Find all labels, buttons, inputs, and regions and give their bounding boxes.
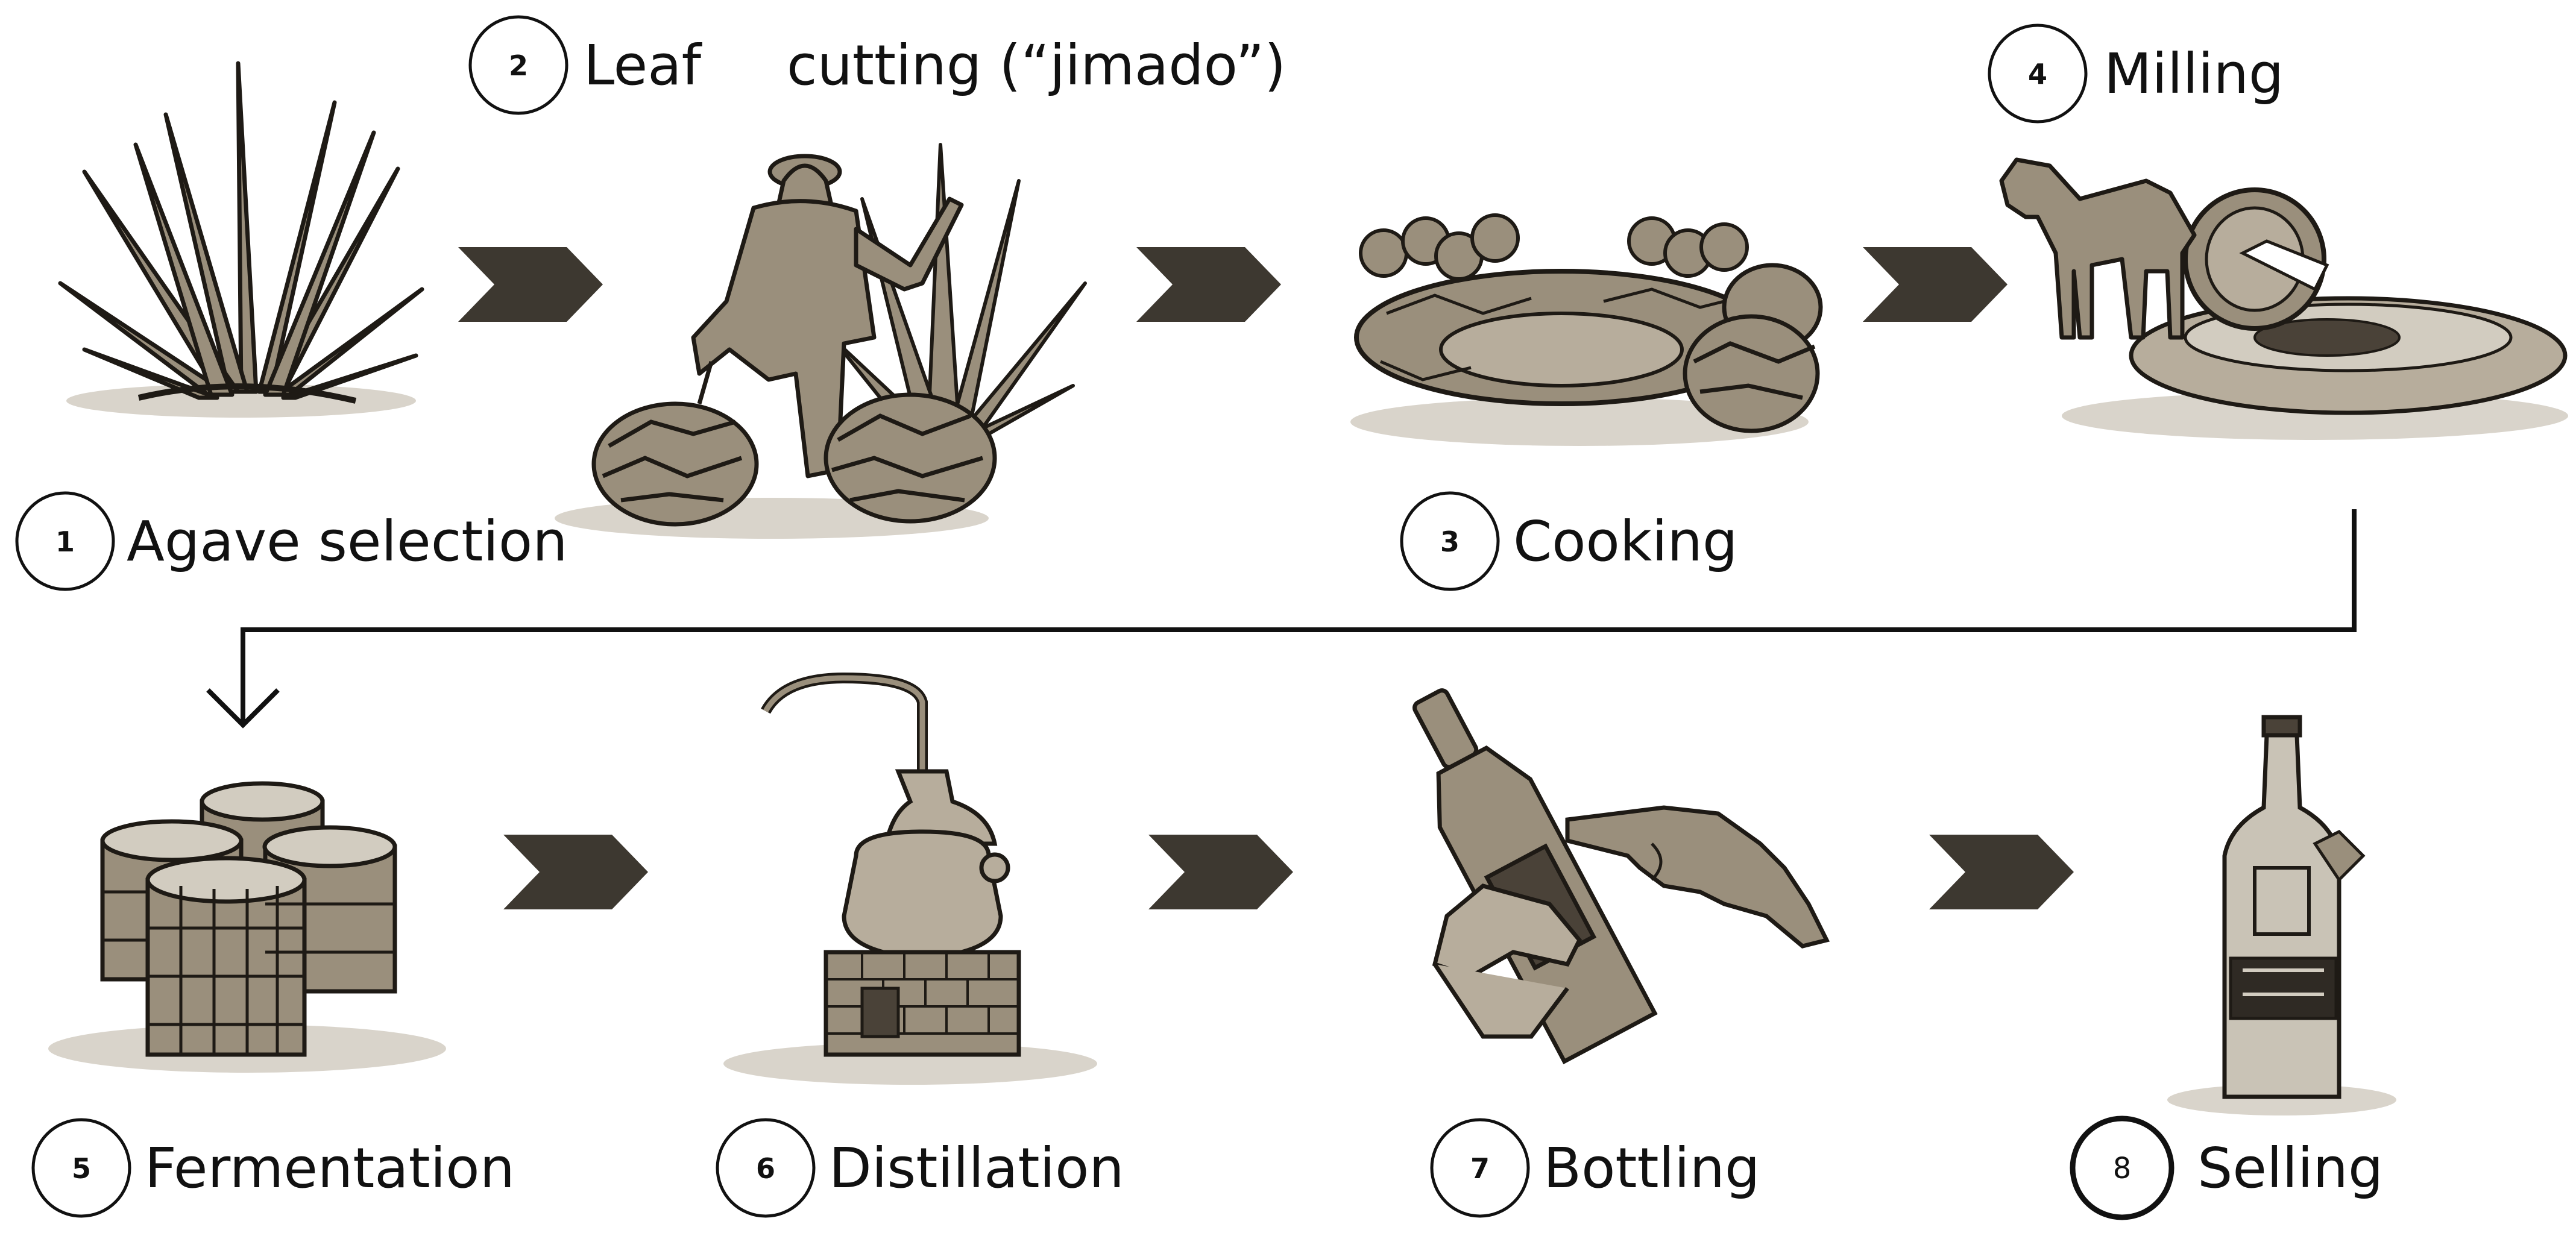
- step-5-text: Fermentation: [145, 1136, 515, 1200]
- mezcal-bottle-icon: [2167, 715, 2396, 1115]
- flow-arrow-2-3: [1136, 247, 1281, 322]
- step-4-number-badge: [1988, 24, 2088, 124]
- step-3-label: 3 Cooking: [1400, 491, 1737, 591]
- copper-still-icon: [723, 672, 1097, 1085]
- hands-bottle-icon: [1412, 688, 1830, 1065]
- step-5-number: 5: [72, 1152, 91, 1185]
- step-7-number-badge: [1430, 1118, 1530, 1218]
- step-4-number: 4: [2028, 58, 2047, 90]
- step-2-number: 2: [509, 49, 528, 82]
- step-8-text: Selling: [2197, 1136, 2383, 1200]
- step-8-number: 8: [2113, 1152, 2132, 1185]
- step-1-text: Agave selection: [127, 509, 568, 574]
- step-3-number-badge: [1400, 491, 1500, 591]
- step-5-number-badge: [31, 1118, 131, 1218]
- jimador-cutting-icon: [555, 143, 1087, 539]
- step-7-label: 7 Bottling: [1430, 1118, 1760, 1218]
- step-8-label: 8 Selling: [2070, 1115, 2383, 1220]
- step-6-text: Distillation: [829, 1136, 1124, 1200]
- row-connector-arrow: [206, 509, 2357, 729]
- flow-arrow-1-2: [458, 247, 603, 322]
- flow-arrow-6-7: [1148, 835, 1293, 909]
- step-6-number-badge: [716, 1118, 816, 1218]
- flow-arrow-3-4: [1863, 247, 2008, 322]
- step-4-label: 4 Milling: [1988, 24, 2284, 124]
- wooden-barrels-icon: [48, 781, 446, 1073]
- step-3-number: 3: [1440, 526, 1460, 558]
- step-7-number: 7: [1470, 1152, 1490, 1185]
- step-2-text-part2: cutting (“jimado”): [787, 33, 1286, 98]
- step-4-text: Milling: [2104, 42, 2284, 106]
- horse-tahona-mill-icon: [1999, 157, 2568, 440]
- step-1-label: 1 Agave selection: [15, 491, 568, 591]
- earth-oven-icon: [1350, 213, 1823, 446]
- agave-plant-icon: [58, 61, 424, 418]
- step-5-label: 5 Fermentation: [31, 1118, 515, 1218]
- step-2-number-badge: [468, 15, 568, 115]
- step-1-number-badge: [15, 491, 115, 591]
- flow-arrow-5-6: [503, 835, 648, 909]
- flow-arrow-7-8: [1929, 835, 2074, 909]
- step-7-text: Bottling: [1543, 1136, 1760, 1200]
- step-3-text: Cooking: [1513, 509, 1737, 574]
- step-1-number: 1: [55, 526, 75, 558]
- step-6-label: 6 Distillation: [716, 1118, 1124, 1218]
- step-8-number-badge: [2070, 1115, 2174, 1220]
- step-6-number: 6: [756, 1152, 775, 1185]
- step-2-text-part1: Leaf: [584, 33, 703, 98]
- step-2-label: 2 Leaf cutting (“jimado”): [468, 15, 1286, 115]
